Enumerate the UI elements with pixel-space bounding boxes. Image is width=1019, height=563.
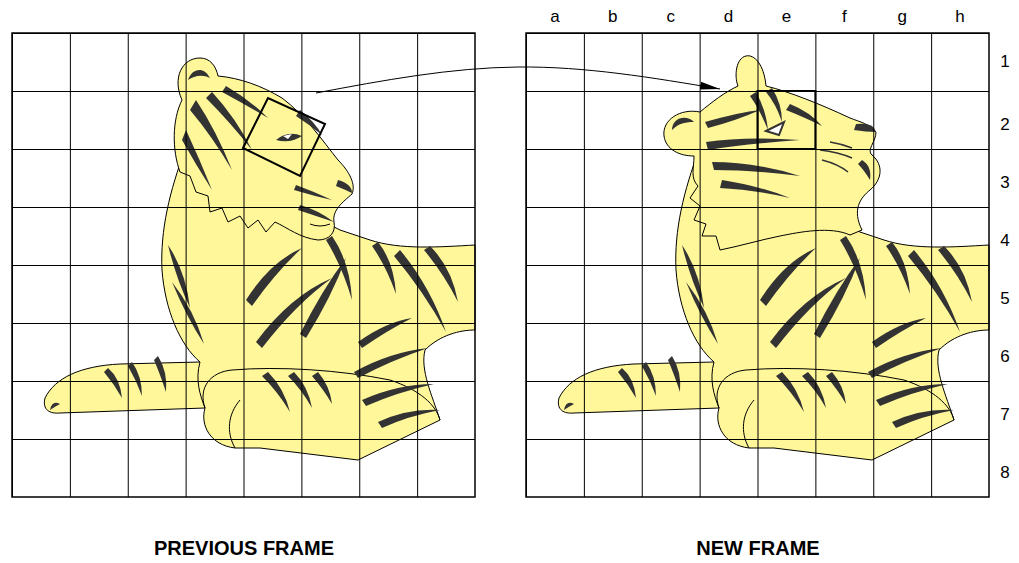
row-number: 4 xyxy=(1000,231,1009,251)
grid-label-slot: e xyxy=(782,7,791,27)
grid-label-slot: c xyxy=(666,7,675,27)
frame-border xyxy=(526,33,989,497)
grid-label-slot: 6 xyxy=(1000,347,1009,367)
row-number: 2 xyxy=(1000,115,1009,135)
grid xyxy=(12,33,475,497)
grid-label-slot: d xyxy=(724,7,733,27)
row-number: 1 xyxy=(1000,52,1009,72)
tiger-new xyxy=(526,33,989,497)
column-letter: e xyxy=(782,7,791,27)
grid-label-slot: 7 xyxy=(1000,405,1009,425)
column-letter: b xyxy=(608,7,617,27)
column-letter: f xyxy=(842,7,847,27)
grid-label-slot: g xyxy=(897,7,906,27)
row-number: 3 xyxy=(1000,173,1009,193)
frame-caption: NEW FRAME xyxy=(526,536,990,560)
frame-panel: PREVIOUS FRAME xyxy=(12,33,476,561)
grid-label-slot: 1 xyxy=(1000,52,1009,72)
grid xyxy=(526,33,989,497)
tiger-previous xyxy=(12,33,475,497)
column-letter: d xyxy=(724,7,733,27)
matched-block xyxy=(243,98,325,176)
grid-label-slot: h xyxy=(955,7,964,27)
grid-label-slot: 4 xyxy=(1000,231,1009,251)
frame-border xyxy=(12,33,475,497)
row-number: 7 xyxy=(1000,405,1009,425)
current-block xyxy=(758,91,816,149)
row-number: 5 xyxy=(1000,289,1009,309)
grid-label-slot: b xyxy=(608,7,617,27)
grid-label-slot: 2 xyxy=(1000,115,1009,135)
column-letter: g xyxy=(897,7,906,27)
motion-arrow xyxy=(316,67,720,93)
row-number: 6 xyxy=(1000,347,1009,367)
grid-label-slot: a xyxy=(550,7,559,27)
grid-label-slot: 5 xyxy=(1000,289,1009,309)
column-letter: c xyxy=(666,7,675,27)
column-letter: h xyxy=(955,7,964,27)
grid-label-slot: 8 xyxy=(1000,463,1009,483)
grid-label-slot: f xyxy=(842,7,847,27)
row-number: 8 xyxy=(1000,463,1009,483)
grid-label-slot: 3 xyxy=(1000,173,1009,193)
column-letter: a xyxy=(550,7,559,27)
frame-panel: NEW FRAME xyxy=(526,33,990,561)
frame-caption: PREVIOUS FRAME xyxy=(12,536,476,560)
